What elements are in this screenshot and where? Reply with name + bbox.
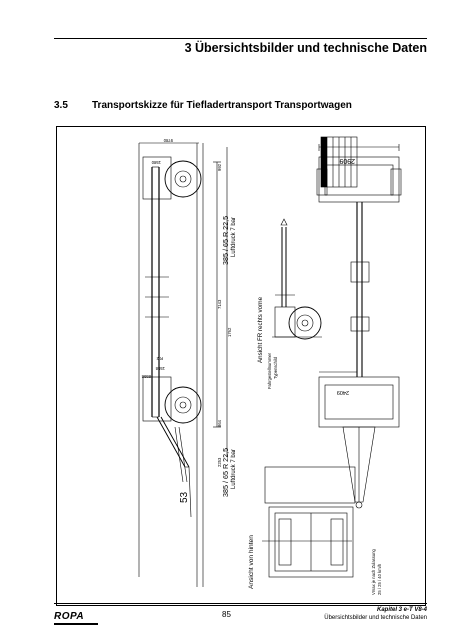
dim-864: 864: [217, 419, 222, 427]
front-right-view-label: Ansicht FR rechts vorne: [257, 296, 264, 363]
section-heading: 3.5 Transportskizze für Tiefladertranspor…: [54, 100, 352, 111]
dim-9780: 9780: [163, 138, 173, 143]
dim-1762: 1762: [227, 327, 232, 337]
rear-view: [268, 506, 354, 578]
footer-subtitle: Übersichtsbilder und technische Daten: [324, 615, 427, 621]
dim-992: 992: [217, 163, 222, 171]
vehicle-data-label-2: Typenschild: [273, 356, 278, 379]
dim-1580: 1580: [151, 160, 161, 165]
chapter-heading: 3 Übersichtsbilder und technische Daten: [184, 41, 427, 55]
type-plate-header: [321, 137, 327, 187]
pressure-label-top: Luftdruck 7 bar: [231, 217, 237, 257]
vehicle-data-label-1: Fahrgestellnummer: [267, 352, 272, 389]
logo-underline: [54, 623, 98, 625]
wheel-top: [164, 160, 202, 198]
pressure-label-bottom: Luftdruck 7 bar: [231, 449, 237, 489]
section-title: Transportskizze für Tiefladertransport T…: [92, 100, 352, 111]
tire-label-top: 385 / 65 R 22,5: [221, 216, 230, 265]
dim-2253: 2253: [217, 457, 222, 467]
header-rule: [54, 38, 427, 39]
dim-1558: 1558: [155, 366, 165, 371]
dim-2909: 2909: [339, 157, 355, 164]
section-number: 3.5: [54, 100, 68, 111]
dim-53: 53: [179, 491, 190, 503]
speed-note-1: Vmax je nach Zulassung: [371, 548, 376, 595]
wheel-front-view: [288, 306, 322, 340]
technical-drawing-frame: 385 / 65 R 22,5 Luftdruck 7 bar 385 / 65…: [56, 126, 426, 606]
rear-view-label: Ansicht von hinten: [248, 535, 255, 589]
dim-7143: 7143: [217, 299, 222, 309]
footer-chapter: Kapitel 3 e-T V8-4: [376, 607, 427, 613]
top-view-front-axle: [318, 156, 400, 203]
wheel-bottom: [164, 386, 202, 424]
page-number: 85: [222, 610, 231, 619]
speed-note-2: 25 / 25 / 40 km/h: [377, 563, 382, 595]
footer-rule: [54, 603, 427, 604]
tire-label-bottom: 385 / 65 R 22,5: [221, 448, 230, 497]
dim-r2: R 2: [156, 356, 163, 361]
ropa-logo: ROPA: [54, 611, 98, 625]
technical-drawing: 385 / 65 R 22,5 Luftdruck 7 bar 385 / 65…: [138, 136, 402, 595]
dim-2409: 2409: [337, 389, 349, 395]
dim-8558: 8558: [141, 374, 151, 379]
top-view-rear-axle: [318, 376, 400, 428]
logo-text: ROPA: [54, 611, 85, 622]
footer-chapter-info: Kapitel 3 e-T V8-4 Übersichtsbilder und …: [324, 606, 427, 622]
